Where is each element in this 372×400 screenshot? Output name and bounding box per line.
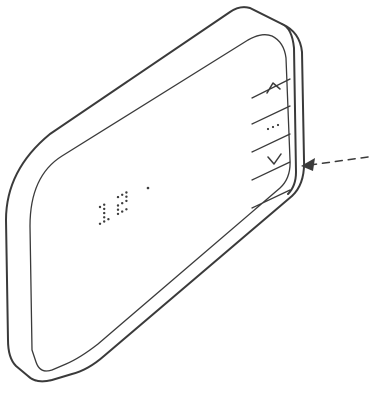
- display-dot: [121, 202, 124, 205]
- chevron-down-icon: [267, 153, 282, 165]
- button-divider: [251, 133, 291, 153]
- up-button[interactable]: [266, 82, 281, 94]
- display-dot: [98, 205, 102, 209]
- dashed-arrow-icon: [301, 156, 369, 171]
- display-dot: [103, 203, 106, 206]
- display-dot: [125, 208, 128, 211]
- button-divider: [251, 189, 291, 209]
- display-dot: [121, 210, 124, 213]
- down-button[interactable]: [267, 153, 282, 165]
- display-dot: [98, 222, 102, 225]
- display-dot: [125, 191, 128, 194]
- chevron-up-icon: [266, 82, 281, 94]
- button-divider: [251, 105, 291, 125]
- device-side-edge: [281, 23, 297, 195]
- display-dot: [103, 220, 106, 223]
- display-dot: [116, 208, 120, 211]
- menu-button[interactable]: [266, 123, 280, 131]
- display-dot: [125, 199, 128, 203]
- button-divider: [251, 161, 291, 181]
- display-dot: [125, 195, 128, 198]
- temperature-digits: [98, 191, 128, 225]
- display-dot: [103, 211, 106, 215]
- display-dot: [121, 193, 124, 196]
- display-dot: [103, 216, 106, 219]
- display-dot: [103, 207, 106, 211]
- ellipsis-icon: [266, 123, 280, 131]
- screen-panel: [29, 34, 291, 372]
- degree-mark: [146, 186, 150, 190]
- display-dot: [116, 195, 120, 199]
- button-divider: [251, 78, 291, 99]
- device-body-outline: [5, 6, 306, 383]
- display-dot: [107, 218, 110, 221]
- display-dot: [116, 204, 120, 207]
- display-dot: [116, 212, 120, 216]
